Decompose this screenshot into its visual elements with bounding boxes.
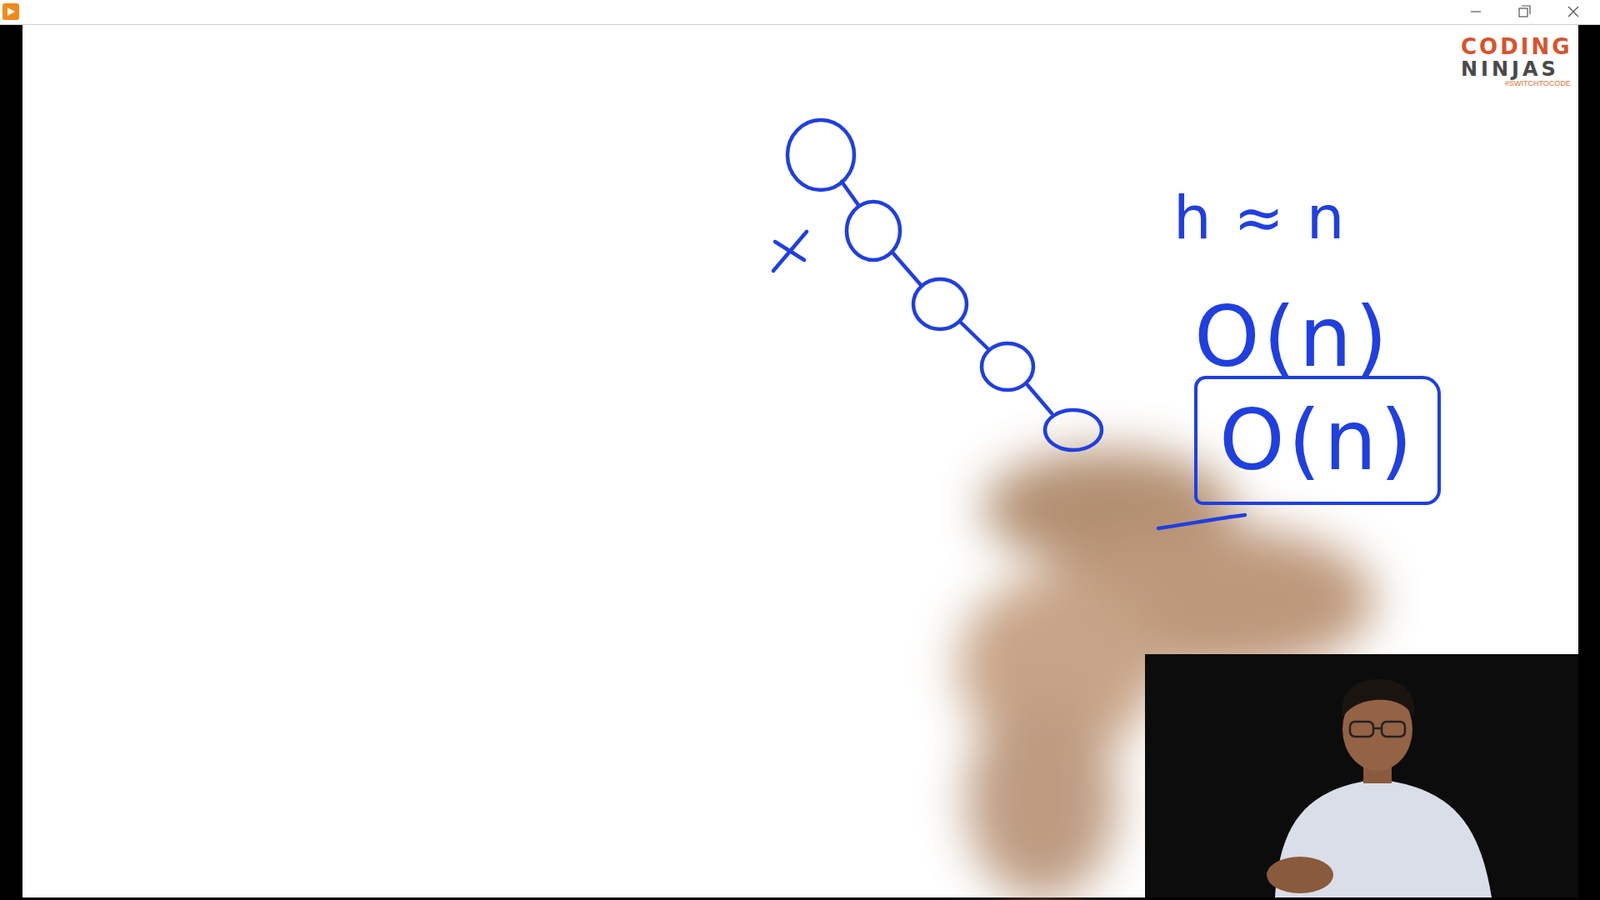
node-text: O(n) xyxy=(1219,395,1416,487)
tree-node xyxy=(981,343,1034,390)
logo-tagline: #SWITCHTOCODE xyxy=(1505,80,1571,89)
restore-symbol xyxy=(1519,8,1528,17)
title-bar xyxy=(0,0,1600,25)
underline-stroke xyxy=(1158,515,1245,529)
tree-node xyxy=(787,120,855,190)
cross-mark xyxy=(773,231,807,271)
minimize-symbol xyxy=(1470,10,1481,12)
close-symbol xyxy=(1568,6,1579,17)
tree-link xyxy=(1027,385,1052,414)
whiteboard xyxy=(22,25,1579,898)
complexity-note: O(n) xyxy=(1194,291,1391,384)
tree-link xyxy=(960,321,988,349)
tree-link xyxy=(892,252,921,285)
glasses xyxy=(1350,721,1405,737)
logo-word: NINJAS xyxy=(1460,58,1560,80)
tree-node xyxy=(1045,410,1102,450)
app-icon xyxy=(2,3,20,20)
boxed-answer: O(n) xyxy=(1194,375,1441,505)
app-icon-glyph xyxy=(7,7,15,16)
presenter-video xyxy=(1145,654,1579,898)
skewed-tree xyxy=(773,120,1245,529)
hand xyxy=(1266,856,1334,894)
logo-word: CODING xyxy=(1460,35,1573,60)
video-frame xyxy=(1145,654,1579,898)
tree-link xyxy=(841,181,859,205)
handwritten-note: h ≈ n xyxy=(1173,185,1346,251)
hair xyxy=(1341,679,1415,719)
title-bar-edge xyxy=(0,24,1600,25)
restore-symbol xyxy=(1521,5,1530,15)
